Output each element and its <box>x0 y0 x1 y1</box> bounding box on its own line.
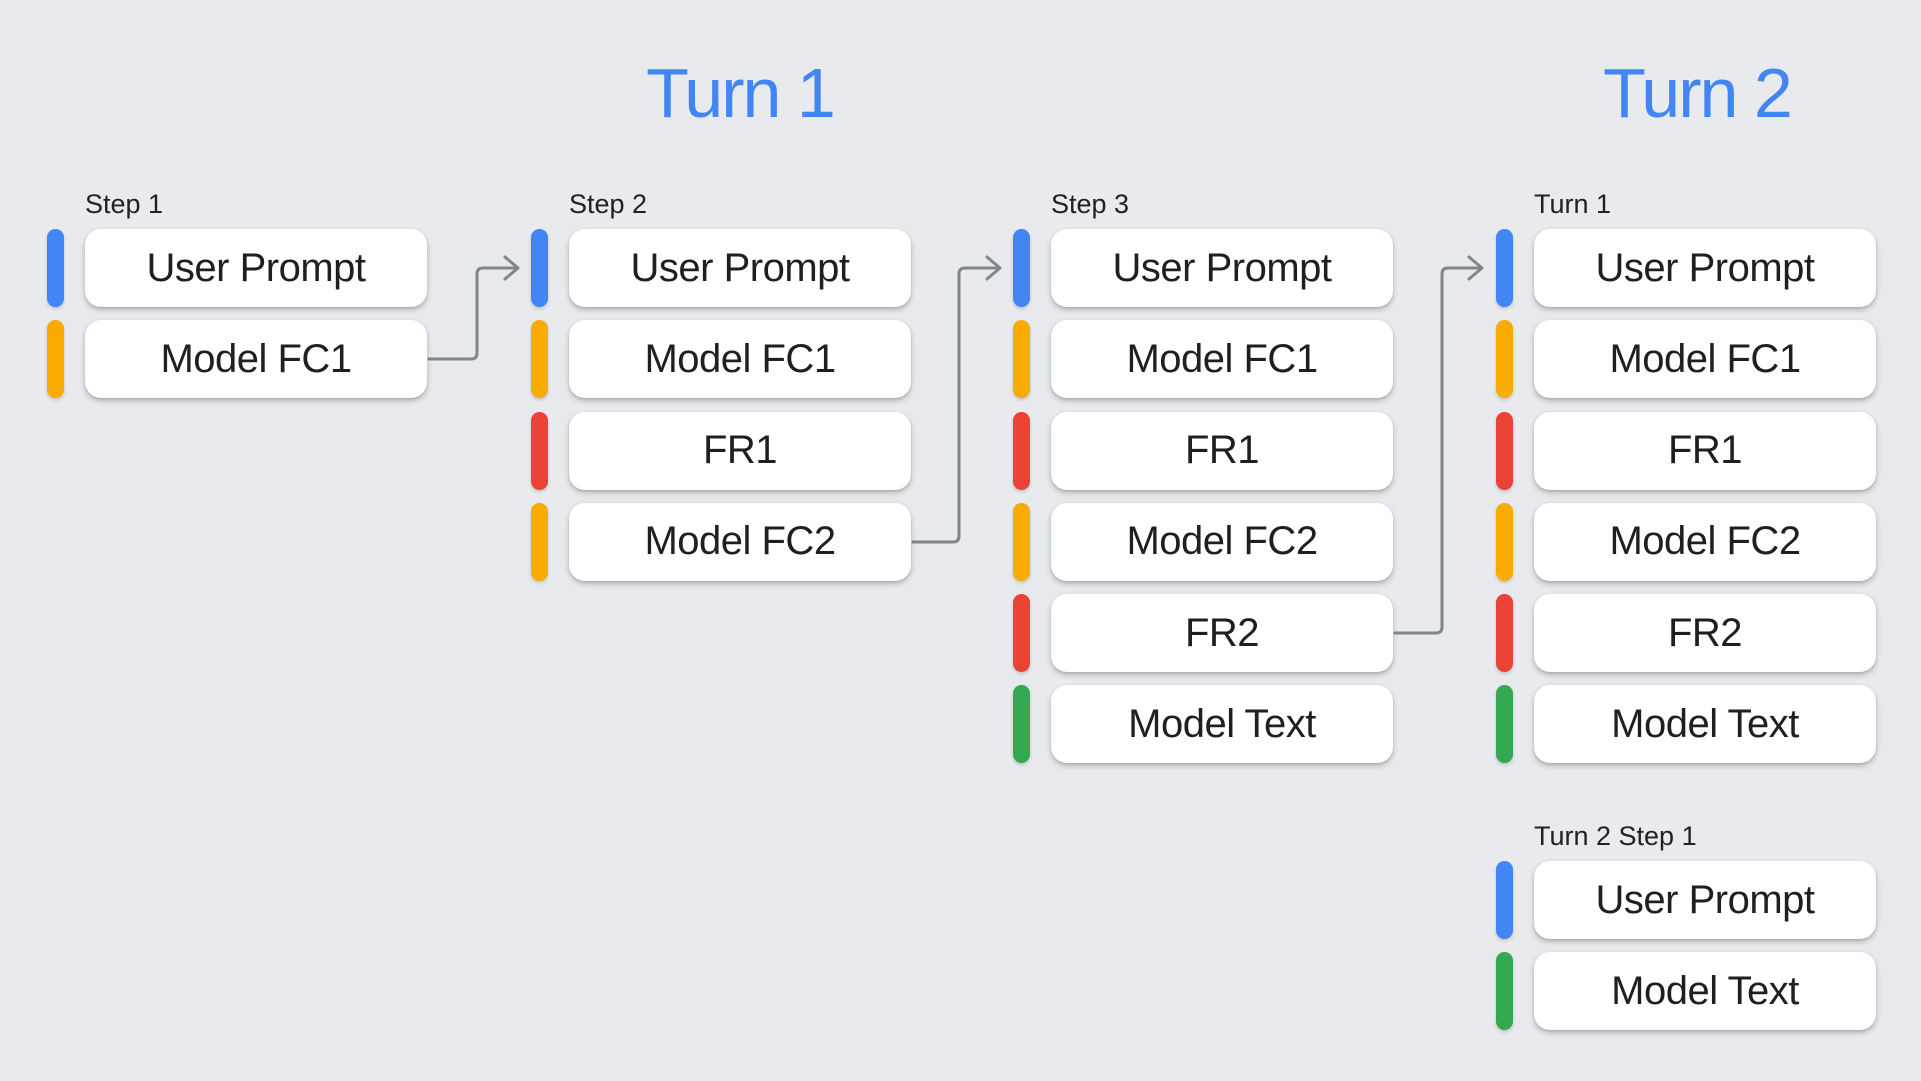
flow-row: Model FC1 <box>47 320 427 399</box>
flow-row: FR1 <box>531 411 911 490</box>
arrowhead-step3-to-turn1-icon <box>1467 255 1484 281</box>
group-step-2: Step 2 User Prompt Model FC1 FR1 Model F… <box>531 190 911 594</box>
flow-row: FR2 <box>1496 594 1876 673</box>
flow-box-model-text: Model Text <box>1534 952 1876 1031</box>
flow-box-fr2: FR2 <box>1051 594 1393 673</box>
group-label: Step 3 <box>1051 189 1130 219</box>
flow-row: Model Text <box>1496 952 1876 1031</box>
model-text-color-bar <box>1013 685 1030 764</box>
flow-box-fr1: FR1 <box>1051 411 1393 490</box>
fr2-color-bar <box>1496 594 1513 673</box>
model-fc2-color-bar <box>531 502 548 581</box>
flow-row: FR2 <box>1013 594 1393 673</box>
model-fc1-color-bar <box>47 320 64 399</box>
user-prompt-color-bar <box>47 229 64 307</box>
arrowhead-step1-to-step2-icon <box>503 255 520 281</box>
group-label: Turn 2 Step 1 <box>1534 821 1697 851</box>
flow-box-model-fc1: Model FC1 <box>1051 320 1393 399</box>
flow-row: User Prompt <box>1496 861 1876 939</box>
flow-row: Model Text <box>1013 685 1393 764</box>
flow-row: User Prompt <box>1496 229 1876 307</box>
flow-row: Model FC1 <box>1013 320 1393 399</box>
fr1-color-bar <box>531 411 548 490</box>
turn-2-title: Turn 2 <box>1603 54 1793 132</box>
model-text-color-bar <box>1496 952 1513 1031</box>
flow-box-model-fc2: Model FC2 <box>1051 502 1393 581</box>
flow-box-user-prompt: User Prompt <box>569 229 911 307</box>
fr1-color-bar <box>1013 411 1030 490</box>
user-prompt-color-bar <box>1496 229 1513 307</box>
flow-box-model-fc1: Model FC1 <box>1534 320 1876 399</box>
flow-row: FR1 <box>1013 411 1393 490</box>
flow-box-model-fc1: Model FC1 <box>85 320 427 399</box>
flow-row: Model FC2 <box>1496 502 1876 581</box>
flow-box-fr1: FR1 <box>1534 411 1876 490</box>
group-turn-2-step-1: Turn 2 Step 1 User Prompt Model Text <box>1496 822 1876 1044</box>
flow-row: User Prompt <box>47 229 427 307</box>
group-turn-1: Turn 1 User Prompt Model FC1 FR1 Model F… <box>1496 190 1876 777</box>
user-prompt-color-bar <box>1013 229 1030 307</box>
flow-box-user-prompt: User Prompt <box>85 229 427 307</box>
flow-box-fr1: FR1 <box>569 411 911 490</box>
flow-box-model-text: Model Text <box>1534 685 1876 764</box>
user-prompt-color-bar <box>531 229 548 307</box>
flow-box-user-prompt: User Prompt <box>1051 229 1393 307</box>
turn-1-title: Turn 1 <box>646 54 836 132</box>
flow-box-user-prompt: User Prompt <box>1534 861 1876 939</box>
arrow-step2-to-step3 <box>911 266 1000 544</box>
flow-box-user-prompt: User Prompt <box>1534 229 1876 307</box>
group-step-3: Step 3 User Prompt Model FC1 FR1 Model F… <box>1013 190 1393 777</box>
flow-box-model-fc2: Model FC2 <box>1534 502 1876 581</box>
flow-row: Model FC2 <box>531 502 911 581</box>
model-fc2-color-bar <box>1013 502 1030 581</box>
model-fc1-color-bar <box>531 320 548 399</box>
flow-row: User Prompt <box>531 229 911 307</box>
fr1-color-bar <box>1496 411 1513 490</box>
flow-box-fr2: FR2 <box>1534 594 1876 673</box>
flow-box-model-fc1: Model FC1 <box>569 320 911 399</box>
flow-box-model-fc2: Model FC2 <box>569 502 911 581</box>
arrowhead-step2-to-step3-icon <box>985 255 1002 281</box>
flow-row: Model FC2 <box>1013 502 1393 581</box>
user-prompt-color-bar <box>1496 861 1513 939</box>
model-fc1-color-bar <box>1013 320 1030 399</box>
arrow-step3-to-turn1 <box>1393 266 1482 635</box>
model-fc1-color-bar <box>1496 320 1513 399</box>
arrow-step1-to-step2 <box>427 266 518 361</box>
flow-row: User Prompt <box>1013 229 1393 307</box>
flow-box-model-text: Model Text <box>1051 685 1393 764</box>
fr2-color-bar <box>1013 594 1030 673</box>
flow-row: Model FC1 <box>1496 320 1876 399</box>
group-step-1: Step 1 User Prompt Model FC1 <box>47 190 427 412</box>
flow-row: Model FC1 <box>531 320 911 399</box>
group-label: Step 2 <box>569 189 648 219</box>
flow-row: FR1 <box>1496 411 1876 490</box>
flow-row: Model Text <box>1496 685 1876 764</box>
group-label: Step 1 <box>85 189 164 219</box>
model-fc2-color-bar <box>1496 502 1513 581</box>
group-label: Turn 1 <box>1534 189 1612 219</box>
model-text-color-bar <box>1496 685 1513 764</box>
